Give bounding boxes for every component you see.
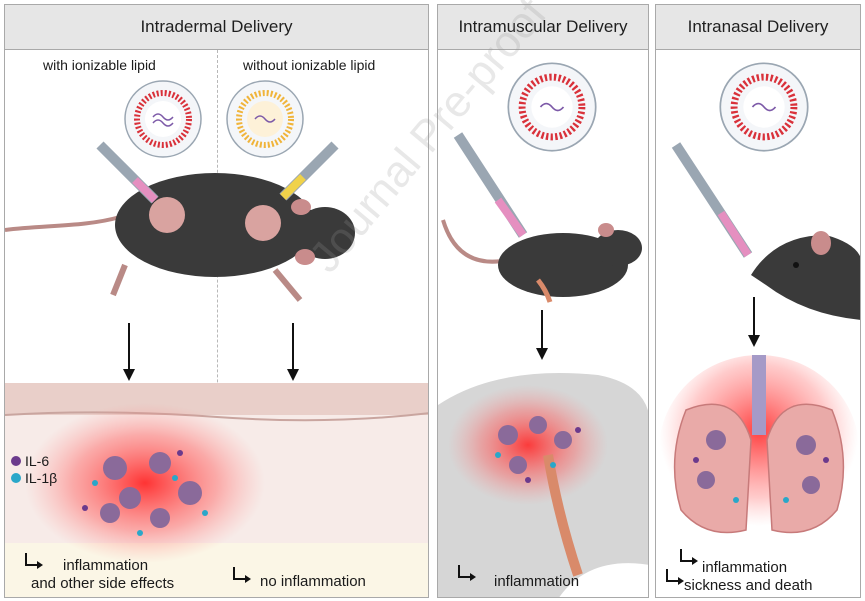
lnp-icon bbox=[507, 62, 597, 152]
bent-arrow-icon bbox=[458, 565, 476, 581]
lnp-with-ionizable-icon bbox=[124, 80, 202, 158]
panel-divider bbox=[217, 50, 218, 597]
intranasal-title: Intranasal Delivery bbox=[656, 5, 860, 50]
bent-arrow-icon bbox=[666, 569, 684, 585]
with-ionizable-label: with ionizable lipid bbox=[43, 57, 156, 73]
outcome-intramuscular: inflammation bbox=[494, 573, 580, 590]
outcome-without: no inflammation bbox=[260, 573, 366, 590]
lnp-without-ionizable-icon bbox=[226, 80, 304, 158]
outcome-with-line1: inflammation bbox=[63, 557, 149, 574]
intradermal-panel: Intradermal Delivery with ionizable lipi… bbox=[4, 4, 429, 598]
mouse-top-view-image bbox=[5, 141, 355, 302]
intranasal-panel: Intranasal Delivery in bbox=[655, 4, 861, 598]
arrow-down-icon bbox=[123, 323, 135, 381]
bent-arrow-icon bbox=[25, 553, 43, 569]
intramuscular-panel: Intramuscular Delivery bbox=[437, 4, 649, 598]
outcome-intranasal-line2: sickness and death bbox=[684, 577, 813, 594]
legend-il1b: IL-1β bbox=[11, 470, 57, 486]
arrow-down-icon bbox=[536, 310, 548, 360]
intradermal-title: Intradermal Delivery bbox=[5, 5, 428, 50]
bent-arrow-icon bbox=[233, 567, 251, 583]
lnp-icon bbox=[719, 62, 809, 152]
il1b-dot-icon bbox=[11, 473, 21, 483]
bent-arrow-icon bbox=[680, 549, 698, 565]
mouse-side-view-image bbox=[441, 132, 642, 303]
mouse-head-image bbox=[671, 142, 860, 320]
legend-il1b-label: IL-1β bbox=[25, 470, 58, 486]
legend-il6: IL-6 bbox=[11, 453, 49, 469]
muscle-inflammation-image bbox=[438, 373, 648, 597]
intramuscular-title: Intramuscular Delivery bbox=[438, 5, 648, 50]
skin-cross-section-image bbox=[5, 383, 428, 597]
arrow-down-icon bbox=[748, 297, 760, 347]
lungs-inflammation-image bbox=[659, 355, 859, 545]
arrow-down-icon bbox=[287, 323, 299, 381]
outcome-intranasal-line1: inflammation bbox=[702, 559, 788, 576]
without-ionizable-label: without ionizable lipid bbox=[243, 57, 376, 73]
il6-dot-icon bbox=[11, 456, 21, 466]
legend-il6-label: IL-6 bbox=[25, 453, 50, 469]
outcome-with-line2: and other side effects bbox=[31, 575, 175, 592]
